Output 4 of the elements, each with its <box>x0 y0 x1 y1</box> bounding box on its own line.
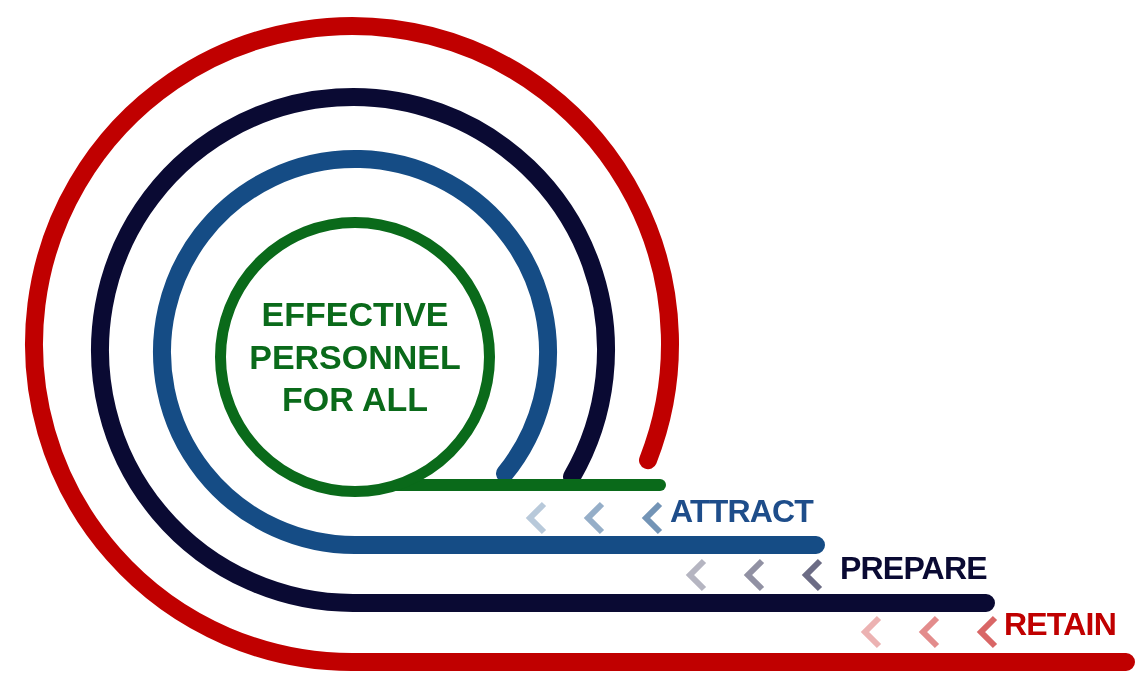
stage-label: ATTRACT <box>670 495 814 527</box>
goal-text: EFFECTIVE PERSONNEL FOR ALL <box>248 294 462 421</box>
stage-label: RETAIN <box>1004 608 1116 640</box>
stage-label: PREPARE <box>840 552 987 584</box>
